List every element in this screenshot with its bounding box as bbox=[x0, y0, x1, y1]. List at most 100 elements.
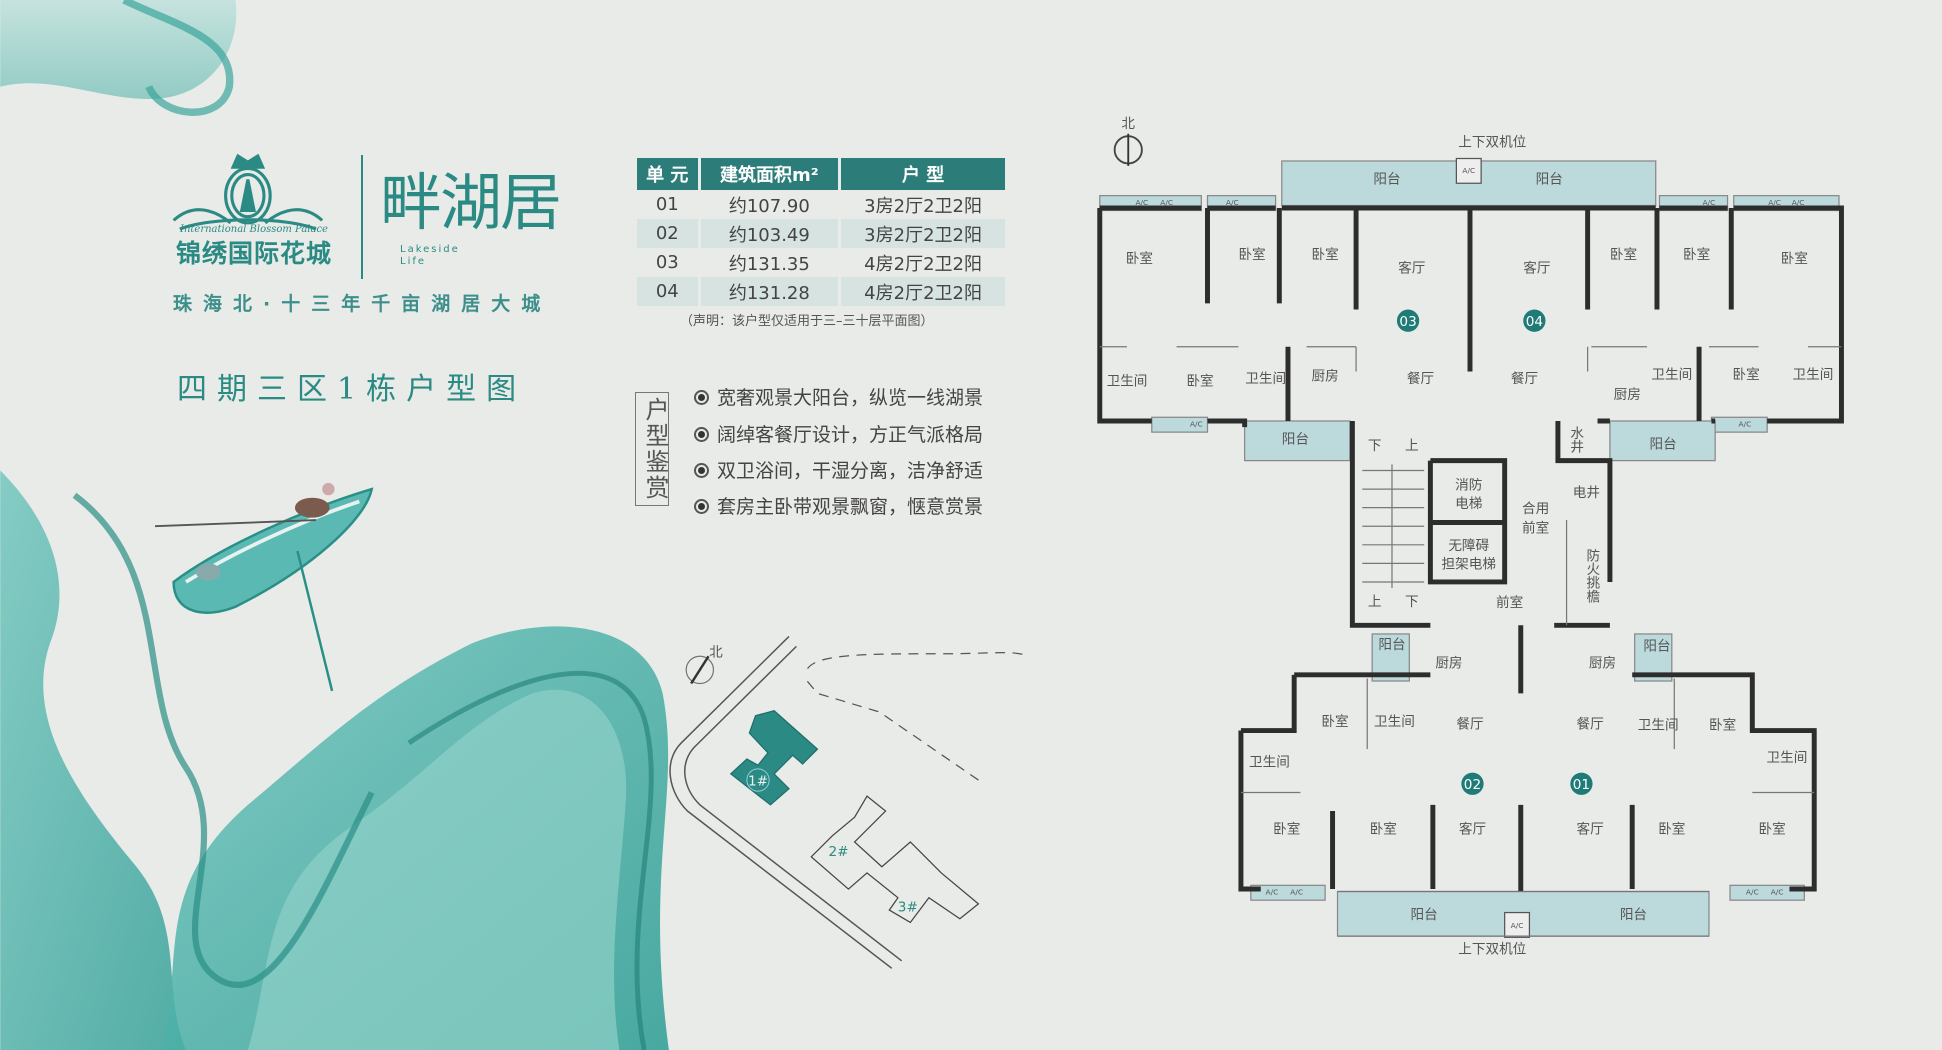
page-title: 四期三区1栋户型图 bbox=[177, 372, 527, 407]
cell-unit: 02 bbox=[637, 219, 698, 248]
feature-text: 双卫浴间，干湿分离，洁净舒适 bbox=[717, 460, 984, 482]
unit-badge-04: 04 bbox=[1523, 309, 1546, 332]
room-label: 卧室 bbox=[1321, 713, 1348, 730]
room-label: 卧室 bbox=[1759, 821, 1786, 838]
room-label: 卫生间 bbox=[1638, 718, 1679, 734]
room-label: 前室 bbox=[1522, 520, 1549, 537]
bullet-icon bbox=[694, 427, 709, 442]
room-label: 卧室 bbox=[1781, 250, 1808, 267]
ac-label: A/C bbox=[1746, 888, 1759, 897]
bullet-icon bbox=[694, 390, 709, 405]
room-label: 卧室 bbox=[1186, 372, 1213, 389]
stair-up: 上 bbox=[1368, 594, 1382, 610]
room-label: 卧室 bbox=[1370, 821, 1397, 838]
room-label: 卫生间 bbox=[1793, 367, 1834, 383]
room-label: 厨房 bbox=[1589, 656, 1616, 672]
room-label: 卧室 bbox=[1733, 366, 1760, 383]
stair-down: 下 bbox=[1368, 438, 1382, 454]
room-label: 消防 bbox=[1455, 477, 1482, 493]
project-name: 畔湖居 bbox=[380, 166, 562, 239]
stair-down: 下 bbox=[1405, 594, 1419, 610]
feature-item: 阔绰客餐厅设计，方正气派格局 bbox=[694, 420, 983, 447]
project-en-line1: Lakeside bbox=[400, 244, 460, 255]
cell-unit: 04 bbox=[637, 277, 698, 306]
room-label: 前室 bbox=[1496, 594, 1523, 611]
feature-item: 套房主卧带观景飘窗，惬意赏景 bbox=[694, 492, 983, 519]
room-label: 餐厅 bbox=[1511, 371, 1538, 387]
room-label: 卫生间 bbox=[1249, 755, 1290, 771]
table-row: 03 约131.35 4房2厅2卫2阳 bbox=[637, 248, 1005, 277]
room-label: 阳台 bbox=[1282, 432, 1309, 448]
room-label: 卧室 bbox=[1126, 250, 1153, 267]
unit-badge-02: 02 bbox=[1461, 772, 1484, 795]
site-north-label: 北 bbox=[709, 645, 723, 661]
room-label: 阳台 bbox=[1411, 907, 1438, 923]
unit-badge-03: 03 bbox=[1396, 309, 1420, 332]
feature-item: 宽奢观景大阳台，纵览一线湖景 bbox=[694, 383, 983, 410]
room-label: 电井 bbox=[1573, 485, 1600, 501]
cell-unit: 03 bbox=[655, 252, 679, 273]
disclaimer: （声明：该户型仅适用于三–三十层平面图） bbox=[680, 314, 934, 329]
room-label: 客厅 bbox=[1459, 821, 1486, 838]
room-label: 阳台 bbox=[1620, 907, 1647, 923]
cell-layout: 4房2厅2卫2阳 bbox=[864, 253, 982, 275]
room-label: 卫生间 bbox=[1245, 371, 1286, 387]
brand-name: 锦绣国际花城 bbox=[176, 239, 333, 268]
room-label: 餐厅 bbox=[1576, 716, 1603, 732]
room-label: 卫生间 bbox=[1651, 367, 1692, 383]
ac-label: A/C bbox=[1190, 420, 1203, 429]
col-unit: 单 元 bbox=[637, 158, 698, 190]
brand-name-en: International Blossom Palace bbox=[180, 224, 328, 235]
room-label: 无障碍 bbox=[1448, 538, 1489, 554]
site-building-1: 1# bbox=[748, 773, 768, 789]
room-label: 担架电梯 bbox=[1442, 557, 1496, 573]
lake-decoration bbox=[0, 0, 669, 1050]
room-label: 阳台 bbox=[1373, 172, 1400, 188]
room-label: 阳台 bbox=[1378, 637, 1405, 653]
room-label: 水井 bbox=[1567, 426, 1584, 455]
cell-area: 约131.35 bbox=[728, 253, 810, 275]
room-label: 客厅 bbox=[1398, 260, 1425, 277]
room-label: 阳台 bbox=[1536, 172, 1563, 188]
ac-label: A/C bbox=[1739, 420, 1752, 429]
unit-badge-01: 01 bbox=[1570, 772, 1593, 795]
logo-divider bbox=[361, 155, 363, 279]
svg-text:04: 04 bbox=[1526, 314, 1543, 330]
room-label: 卧室 bbox=[1683, 246, 1710, 263]
bullet-icon bbox=[694, 463, 709, 478]
room-label: 卧室 bbox=[1273, 821, 1300, 838]
stair-up: 上 bbox=[1405, 438, 1419, 454]
ac-label: A/C bbox=[1226, 198, 1239, 207]
cell-area: 约131.28 bbox=[700, 277, 839, 306]
cell-unit: 01 bbox=[655, 194, 679, 215]
features-label: 户型鉴赏 bbox=[635, 392, 669, 506]
ac-label: A/C bbox=[1771, 888, 1784, 897]
room-label: 客厅 bbox=[1576, 821, 1603, 838]
cell-area: 约107.90 bbox=[728, 195, 810, 217]
cell-layout: 3房2厅2卫2阳 bbox=[841, 219, 1005, 248]
room-label: 卧室 bbox=[1610, 246, 1637, 263]
col-area: 建筑面积m² bbox=[700, 158, 839, 190]
svg-text:02: 02 bbox=[1464, 777, 1481, 793]
feature-text: 宽奢观景大阳台，纵览一线湖景 bbox=[717, 387, 984, 409]
feature-text: 套房主卧带观景飘窗，惬意赏景 bbox=[717, 496, 984, 518]
room-label: 客厅 bbox=[1523, 260, 1550, 277]
ac-label: A/C bbox=[1703, 198, 1716, 207]
logo-emblem bbox=[172, 153, 324, 231]
feature-item: 双卫浴间，干湿分离，洁净舒适 bbox=[694, 456, 983, 483]
room-label: 阳台 bbox=[1650, 437, 1677, 453]
room-label: 厨房 bbox=[1614, 387, 1641, 403]
bullet-icon bbox=[694, 499, 709, 514]
svg-text:03: 03 bbox=[1399, 314, 1416, 330]
room-label: 餐厅 bbox=[1407, 371, 1434, 387]
svg-text:01: 01 bbox=[1573, 777, 1590, 793]
ac-label: A/C bbox=[1160, 198, 1173, 207]
cell-area: 约103.49 bbox=[700, 219, 839, 248]
room-label: 卧室 bbox=[1312, 246, 1339, 263]
col-layout: 户 型 bbox=[841, 158, 1005, 190]
cell-layout: 4房2厅2卫2阳 bbox=[841, 277, 1005, 306]
